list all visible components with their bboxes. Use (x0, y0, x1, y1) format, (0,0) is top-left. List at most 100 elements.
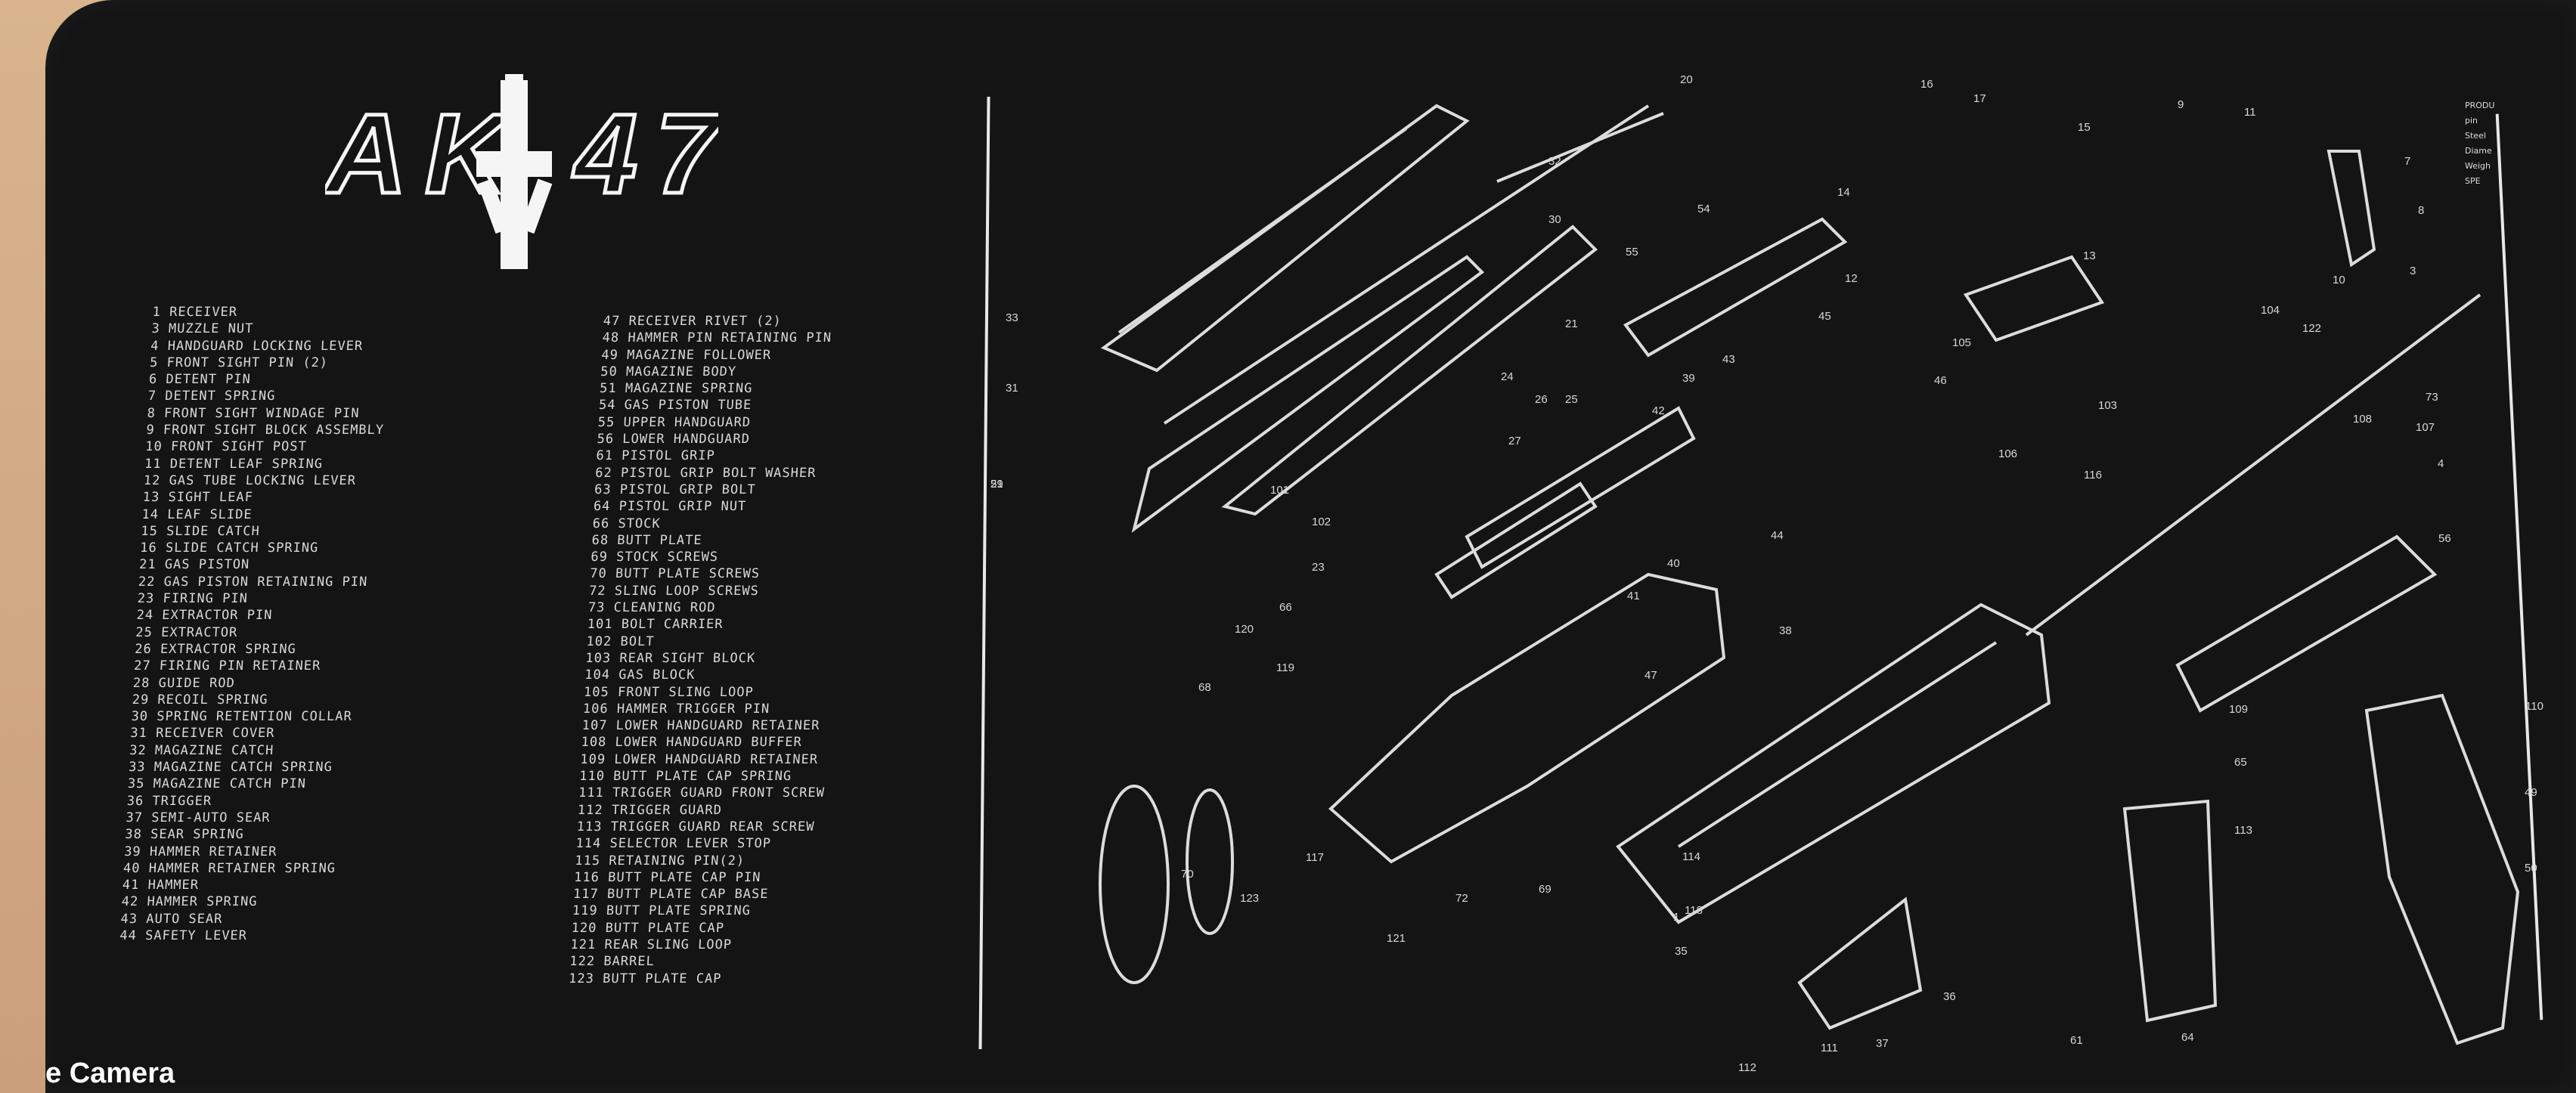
part-list-item: 30 SPRING RETENTION COLLAR (131, 709, 353, 725)
part-list-item: 38 SEAR SPRING (124, 827, 245, 843)
part-list-item: 35 MAGAZINE CATCH PIN (127, 776, 307, 792)
part-list-item: 7 DETENT SPRING (147, 389, 276, 404)
cleaning-rod-drawing (1163, 104, 1650, 425)
callout-number: 14 (1837, 186, 1850, 199)
callout-number: 112 (1738, 1061, 1756, 1074)
part-list-item: 33 MAGAZINE CATCH SPRING (128, 760, 333, 776)
callout-number: 123 (1240, 892, 1260, 905)
callout-number: 41 (1627, 590, 1640, 602)
part-list-item: 3 MUZZLE NUT (150, 321, 254, 337)
callout-number: 46 (1934, 374, 1947, 387)
butt-plate-cap-drawing (1186, 788, 1234, 935)
divider-line (978, 97, 990, 1049)
stock-drawing (1328, 572, 1726, 864)
part-list-item: 107 LOWER HANDGUARD RETAINER (581, 718, 820, 734)
callout-number: 7 (2404, 155, 2411, 168)
callout-number: 64 (2181, 1031, 2194, 1044)
part-list-item: 37 SEMI-AUTO SEAR (126, 810, 271, 825)
part-list-item: 54 GAS PISTON TUBE (598, 398, 752, 413)
callout-number: 106 (1998, 447, 2018, 460)
callout-number: 40 (1667, 557, 1680, 570)
callout-number: 104 (2261, 304, 2280, 317)
part-list-item: 104 GAS BLOCK (584, 667, 696, 683)
part-list-item: 4 HANDGUARD LOCKING LEVER (150, 338, 364, 354)
part-list-item: 43 AUTO SEAR (120, 911, 223, 927)
part-list-item: 114 SELECTOR LEVER STOP (575, 836, 772, 852)
part-list-item: 121 REAR SLING LOOP (570, 937, 733, 952)
callout-number: 61 (2070, 1034, 2083, 1047)
callout-number: 12 (1845, 272, 1858, 285)
callout-number: 111 (1821, 1042, 1838, 1054)
callout-number: 66 (1279, 601, 1292, 614)
part-list-item: 70 BUTT PLATE SCREWS (589, 566, 761, 582)
logo-rifle-icon (476, 74, 553, 269)
part-list-item: 103 REAR SIGHT BLOCK (584, 650, 756, 666)
part-list-item: 111 TRIGGER GUARD FRONT SCREW (578, 785, 826, 801)
part-list-item: 62 PISTOL GRIP BOLT WASHER (594, 465, 817, 481)
side-panel-line: Diame (2465, 146, 2492, 156)
callout-number: 119 (1276, 661, 1294, 674)
callout-number: 105 (1952, 336, 1972, 349)
lower-handguard-drawing (2175, 534, 2438, 713)
part-list-item: 61 PISTOL GRIP (595, 448, 716, 464)
callout-number: 101 (1270, 484, 1290, 497)
part-list-item: 23 FIRING PIN (137, 591, 249, 607)
part-list-item: 68 BUTT PLATE (591, 532, 703, 548)
callout-number: 110 (2525, 700, 2543, 713)
butt-plate-drawing (1099, 785, 1170, 984)
callout-number: 11 (2244, 106, 2256, 119)
part-list-item: 6 DETENT PIN (148, 372, 252, 388)
part-list-item: 10 FRONT SIGHT POST (144, 439, 308, 455)
callout-number: 69 (1539, 883, 1551, 896)
callout-number: 68 (1198, 681, 1211, 694)
part-list-item: 116 BUTT PLATE CAP PIN (573, 869, 761, 885)
part-list-item: 119 BUTT PLATE SPRING (572, 903, 752, 919)
barrel-drawing (2025, 293, 2481, 636)
part-list-item: 115 RETAINING PIN(2) (574, 853, 746, 869)
part-list-item: 5 FRONT SIGHT PIN (2) (149, 355, 329, 370)
part-list-item: 12 GAS TUBE LOCKING LEVER (143, 472, 357, 488)
part-list-item: 31 RECEIVER COVER (129, 726, 275, 742)
callout-number: 36 (1943, 990, 1956, 1003)
receiver-drawing (1616, 602, 2051, 924)
callout-number: 72 (1455, 892, 1468, 905)
gas-piston-drawing (1465, 406, 1696, 569)
part-list-item: 106 HAMMER TRIGGER PIN (582, 701, 770, 717)
part-list-item: 11 DETENT LEAF SPRING (144, 456, 324, 472)
callout-number: 113 (2234, 824, 2252, 837)
callout-number: 42 (1652, 404, 1665, 417)
callout-number: 56 (2438, 532, 2451, 545)
receiver-cover-drawing (1100, 104, 1470, 373)
callout-number: 25 (1565, 393, 1578, 406)
callout-number: 39 (1682, 372, 1695, 385)
pistol-grip-drawing (2122, 799, 2218, 1023)
part-list-item: 56 LOWER HANDGUARD (597, 432, 751, 447)
callout-number: 121 (1387, 932, 1406, 945)
part-list-item: 1 RECEIVER (152, 305, 238, 320)
part-list-item: 14 LEAF SLIDE (141, 506, 253, 522)
callout-number: 20 (1680, 73, 1693, 86)
callout-number: 109 (2229, 703, 2249, 716)
callout-number: 55 (1626, 246, 1638, 259)
callout-number: 33 (1006, 311, 1018, 324)
part-list-item: 64 PISTOL GRIP NUT (593, 499, 747, 515)
part-list-item: 63 PISTOL GRIP BOLT (594, 481, 757, 497)
part-list-item: 26 EXTRACTOR SPRING (134, 641, 297, 657)
callout-number: 73 (2426, 391, 2438, 404)
side-panel-line: Weigh (2465, 161, 2491, 171)
bolt-drawing (1434, 481, 1598, 599)
callout-number: 27 (1508, 435, 1521, 447)
callout-number: 49 (2525, 786, 2537, 799)
part-list-item: 13 SIGHT LEAF (142, 490, 254, 506)
callout-number: 16 (1920, 78, 1933, 91)
callout-number: 8 (2418, 204, 2425, 217)
callout-number: 24 (1501, 370, 1514, 383)
trigger-guard-drawing (1797, 896, 1923, 1030)
part-list-item: 47 RECEIVER RIVET (2) (603, 314, 783, 329)
callout-number: 117 (1306, 851, 1324, 864)
callout-number: 30 (1548, 213, 1561, 226)
part-list-item: 40 HAMMER RETAINER SPRING (122, 860, 336, 876)
part-list-item: 48 HAMMER PIN RETAINING PIN (602, 330, 832, 346)
